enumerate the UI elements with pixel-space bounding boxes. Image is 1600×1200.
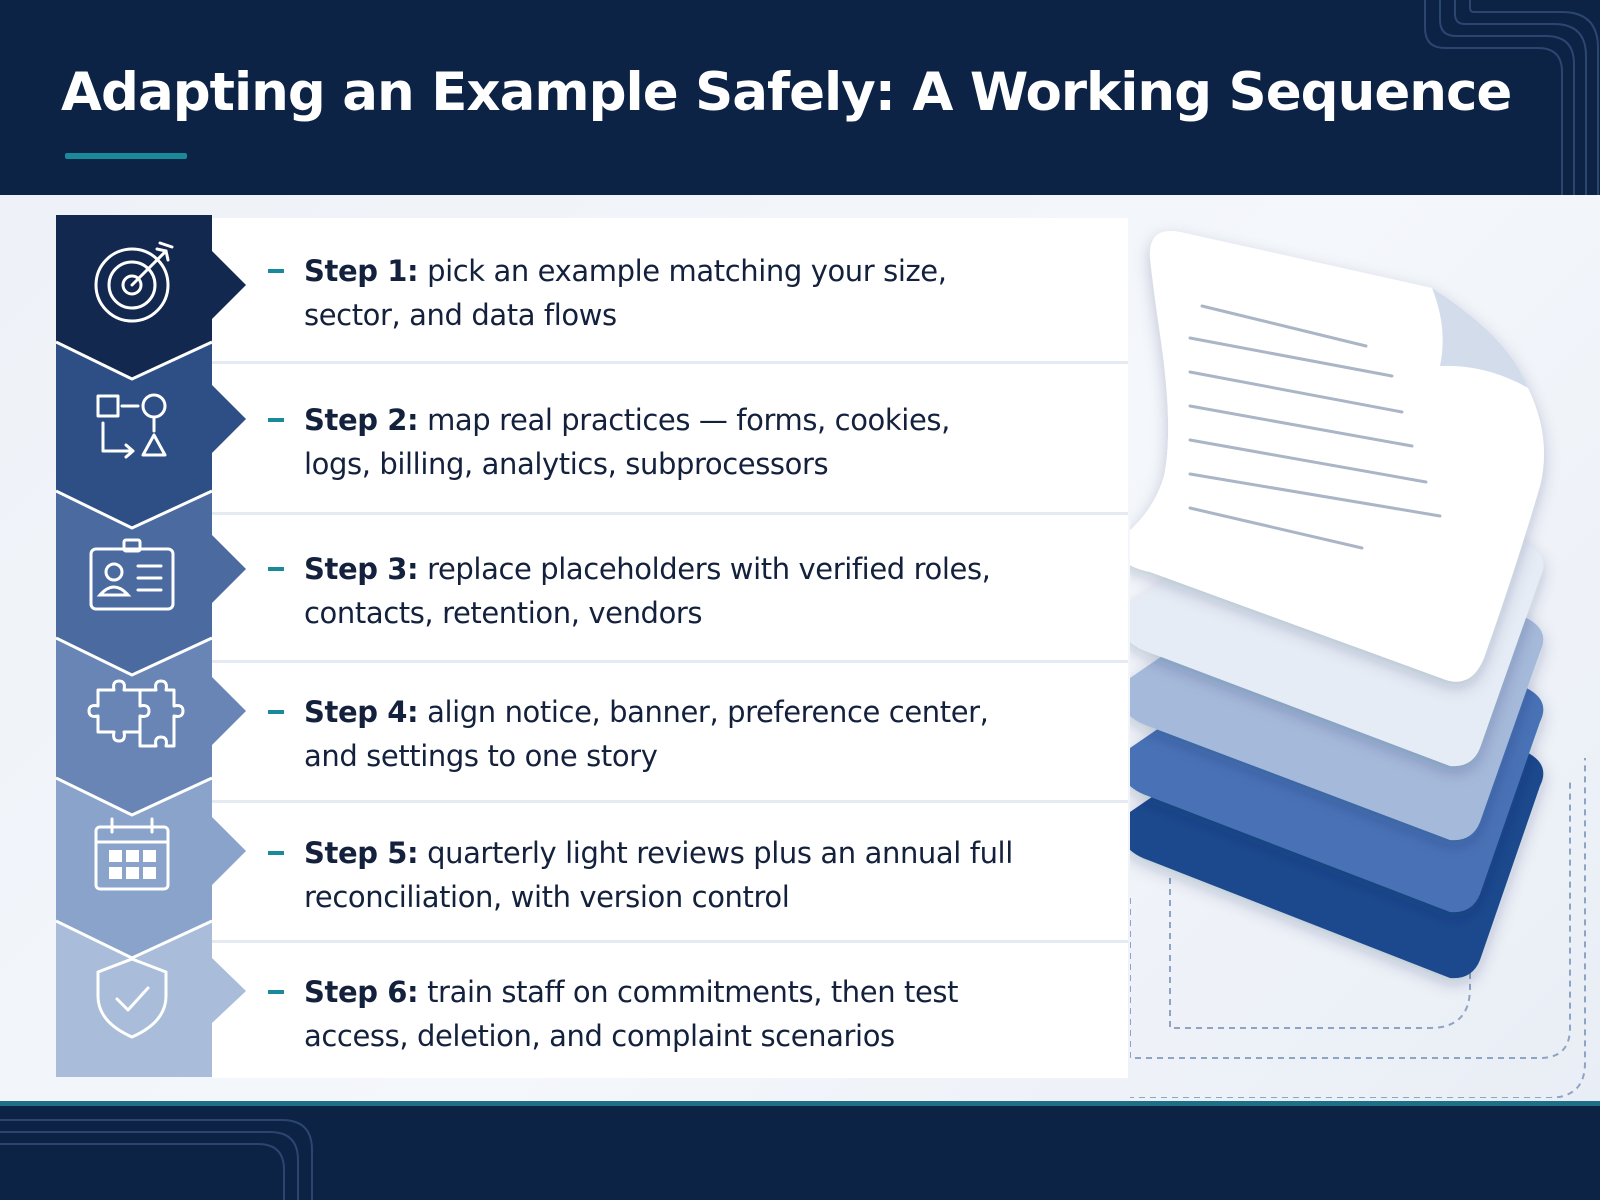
puzzle-icon	[87, 679, 185, 748]
step-line: and settings to one story	[304, 739, 658, 773]
shield-check-icon	[96, 957, 168, 1039]
step-4-text: Step 4: align notice, banner, preference…	[268, 690, 1088, 778]
step-label: Step 5:	[304, 836, 419, 870]
step-bullet	[268, 990, 284, 994]
chevron-segment-3	[56, 491, 246, 675]
target-icon	[94, 241, 174, 323]
flow-map-icon	[96, 393, 167, 459]
step-5-text: Step 5: quarterly light reviews plus an …	[268, 831, 1088, 919]
document-text-lines	[1188, 304, 1442, 550]
step-label: Step 4:	[304, 695, 419, 729]
page-fold	[1432, 288, 1528, 388]
step-label: Step 1:	[304, 254, 419, 288]
row-divider	[212, 800, 1128, 803]
step-icon-strip	[56, 215, 246, 1077]
step-bullet	[268, 418, 284, 422]
row-divider	[212, 361, 1128, 364]
circuit-lines-decoration	[0, 1119, 313, 1200]
step-label: Step 3:	[304, 552, 419, 586]
step-3-text: Step 3: replace placeholders with verifi…	[268, 547, 1088, 635]
step-line: reconciliation, with version control	[304, 880, 790, 914]
step-line: align notice, banner, preference center,	[427, 695, 989, 729]
stacked-documents-icon	[1130, 231, 1586, 1098]
step-line: pick an example matching your size,	[427, 254, 947, 288]
step-bullet	[268, 269, 284, 273]
step-2-text: Step 2: map real practices — forms, cook…	[268, 398, 1088, 486]
step-label: Step 6:	[304, 975, 419, 1009]
chevron-segment-6	[56, 921, 246, 1077]
footer-accent-line	[0, 1101, 1600, 1106]
step-label: Step 2:	[304, 403, 419, 437]
title-underline	[65, 153, 187, 159]
step-1-text: Step 1: pick an example matching your si…	[268, 249, 1088, 337]
step-line: replace placeholders with verified roles…	[427, 552, 991, 586]
step-line: map real practices — forms, cookies,	[427, 403, 950, 437]
step-bullet	[268, 567, 284, 571]
step-line: quarterly light reviews plus an annual f…	[427, 836, 1013, 870]
step-line: logs, billing, analytics, subprocessors	[304, 447, 829, 481]
row-divider	[212, 512, 1128, 515]
footer-bar	[0, 1106, 1600, 1200]
id-card-icon	[89, 538, 175, 611]
step-line: sector, and data flows	[304, 298, 617, 332]
step-line: contacts, retention, vendors	[304, 596, 703, 630]
circuit-lines-decoration	[1424, 0, 1599, 195]
chevron-segment-2	[56, 342, 246, 528]
row-divider	[212, 940, 1128, 943]
calendar-grid	[109, 850, 156, 879]
header-banner: Adapting an Example Safely: A Working Se…	[0, 0, 1600, 195]
steps-panel	[212, 218, 1128, 1078]
step-bullet	[268, 851, 284, 855]
page-title: Adapting an Example Safely: A Working Se…	[61, 62, 1512, 123]
step-line: access, deletion, and complaint scenario…	[304, 1019, 895, 1053]
calendar-icon	[94, 817, 170, 891]
step-line: train staff on commitments, then test	[427, 975, 959, 1009]
step-bullet	[268, 710, 284, 714]
step-6-text: Step 6: train staff on commitments, then…	[268, 970, 1088, 1058]
document-top-page	[1130, 231, 1544, 682]
row-divider	[212, 660, 1128, 663]
chevron-segment-4	[56, 638, 246, 815]
